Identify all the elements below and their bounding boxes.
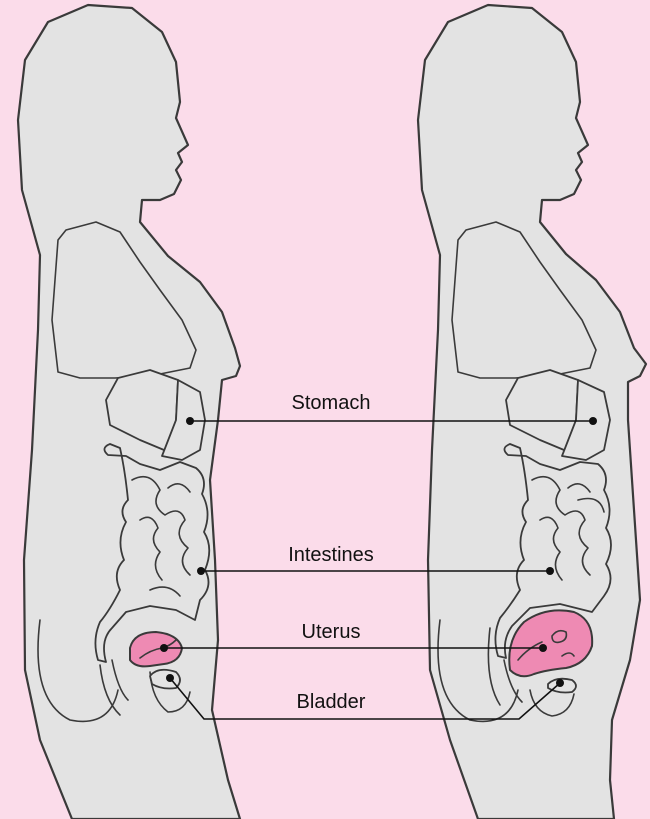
bladder-dot-left	[166, 674, 174, 682]
uterus-dot-left	[160, 644, 168, 652]
bladder-label: Bladder	[297, 692, 366, 712]
uterus-dot-right	[539, 644, 547, 652]
figure-non-pregnant	[18, 5, 240, 819]
stomach-dot-left	[186, 417, 194, 425]
stomach-dot-right	[589, 417, 597, 425]
intestines-dot-right	[546, 567, 554, 575]
stomach-label: Stomach	[292, 393, 371, 413]
intestines-dot-left	[197, 567, 205, 575]
intestines-label: Intestines	[288, 545, 374, 565]
bladder-dot-right	[556, 679, 564, 687]
figure-pregnant	[418, 5, 646, 819]
uterus-label: Uterus	[302, 622, 361, 642]
